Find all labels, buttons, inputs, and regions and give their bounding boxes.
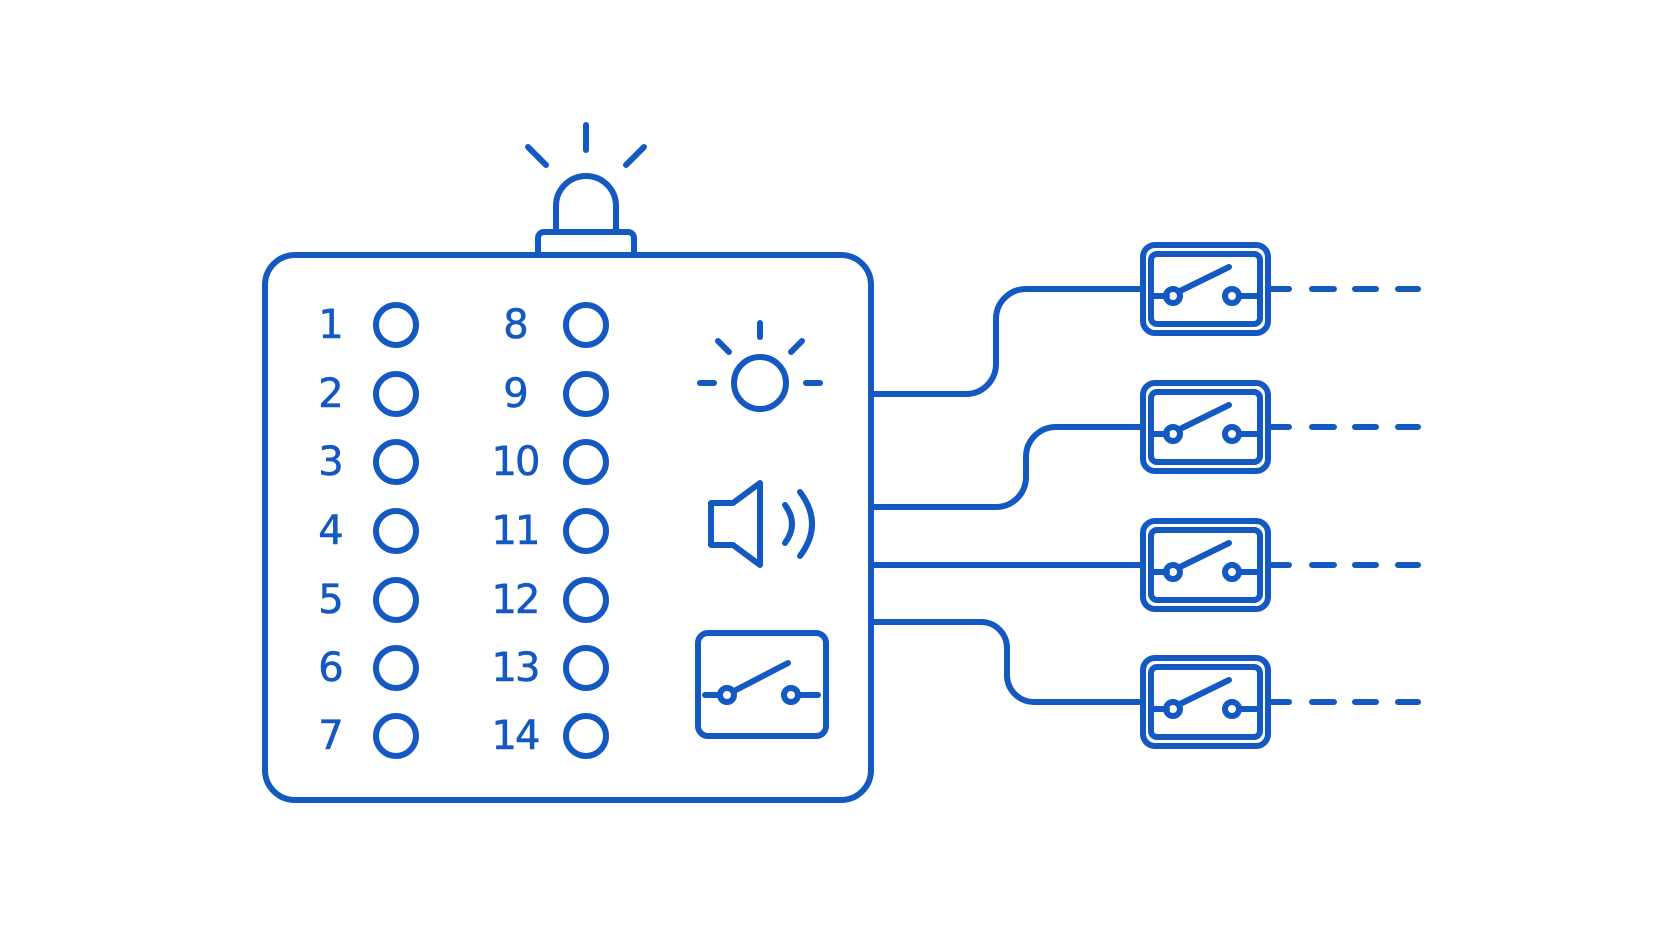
zone-indicator-ring <box>563 508 609 554</box>
zone-number: 3 <box>318 439 341 485</box>
alarm-beacon-icon <box>525 122 647 255</box>
zone-number: 5 <box>318 577 341 623</box>
zone-indicator-ring <box>563 439 609 485</box>
zone-number: 1 <box>318 302 341 348</box>
zone-indicator-ring <box>563 713 609 759</box>
zone-indicator-ring <box>373 439 419 485</box>
zone-number: 2 <box>318 371 341 417</box>
relay-switch-icon <box>695 630 829 739</box>
speaker-icon <box>708 480 815 568</box>
zone-indicator-ring <box>373 577 419 623</box>
zone-indicator-ring <box>563 577 609 623</box>
zone-number: 11 <box>492 508 539 554</box>
zone-number: 13 <box>492 645 539 691</box>
connection-wires <box>868 286 1146 705</box>
zone-number: 8 <box>503 302 526 348</box>
zone-indicator-ring <box>563 302 609 348</box>
zone-number: 4 <box>318 508 342 554</box>
zone-number: 14 <box>492 713 539 759</box>
light-icon <box>697 320 823 412</box>
output-relay-1 <box>1140 242 1271 336</box>
zone-number: 12 <box>492 577 539 623</box>
zone-indicator-ring <box>563 371 609 417</box>
zone-number: 9 <box>503 371 526 417</box>
zone-indicator-ring <box>373 713 419 759</box>
control-panel <box>262 252 874 803</box>
zone-indicator-ring <box>563 645 609 691</box>
output-relay-3 <box>1140 518 1271 612</box>
zone-indicator-ring <box>373 302 419 348</box>
zone-indicator-ring <box>373 645 419 691</box>
zone-number: 10 <box>492 439 539 485</box>
output-relay-2 <box>1140 380 1271 474</box>
output-dashed-lines <box>1265 286 1421 705</box>
zone-number: 6 <box>318 645 341 691</box>
zone-indicator-ring <box>373 508 419 554</box>
zone-number: 7 <box>318 713 341 759</box>
output-relay-4 <box>1140 655 1271 749</box>
zone-indicator-grid: 1 2 3 4 5 6 7 8 9 10 11 12 13 14 <box>318 302 609 759</box>
zone-indicator-ring <box>373 371 419 417</box>
